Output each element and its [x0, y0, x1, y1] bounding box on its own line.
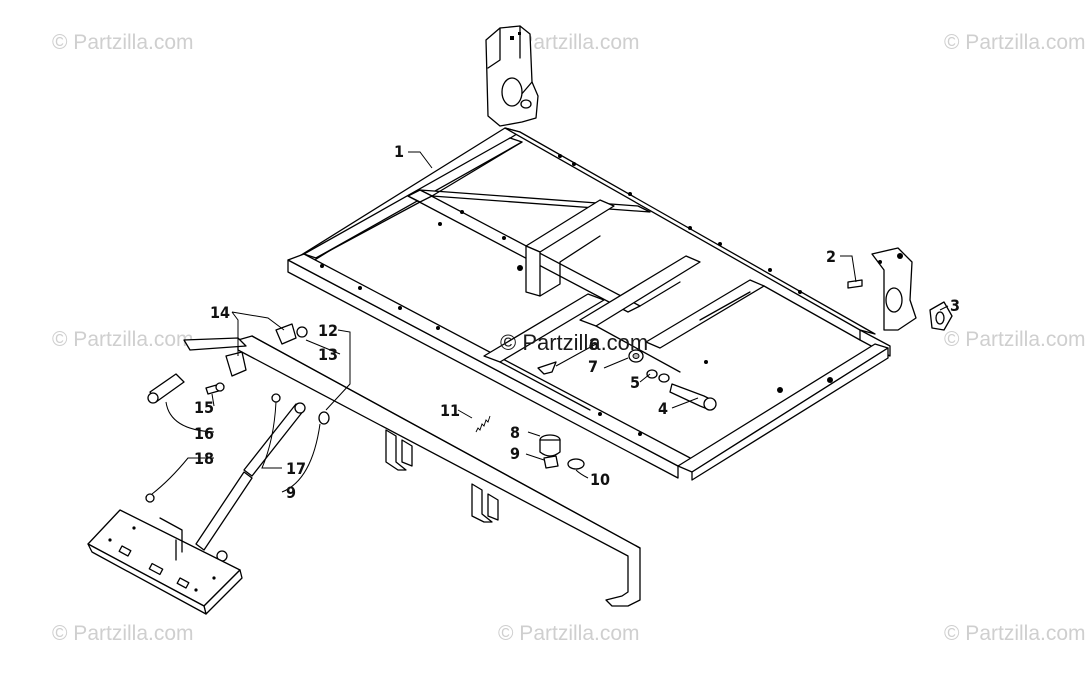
front-frame-rail — [287, 259, 679, 479]
watermark: © Partzilla.com — [52, 622, 194, 645]
callout-17: 17 — [286, 459, 306, 478]
callout-5: 5 — [630, 373, 640, 392]
lever-shaft — [237, 335, 641, 607]
rear-left-bracket — [485, 25, 539, 127]
callout-labels: 1 2 3 4 5 6 7 8 9 10 11 12 13 14 15 16 1… — [194, 142, 960, 502]
watermark: © Partzilla.com — [944, 31, 1086, 54]
handle-grip — [147, 323, 297, 404]
callout-1: 1 — [394, 142, 404, 161]
callout-12: 12 — [318, 321, 338, 340]
hardware — [205, 279, 953, 470]
callout-2: 2 — [826, 247, 836, 266]
callout-9b: 9 — [286, 483, 296, 502]
leader-lines — [151, 151, 949, 495]
watermark: © Partzilla.com — [944, 622, 1086, 645]
callout-6: 6 — [589, 335, 599, 354]
watermark: © Partzilla.com — [498, 31, 640, 54]
gas-spring — [195, 393, 330, 562]
watermark-layer: © Partzilla.com © Partzilla.com © Partzi… — [52, 31, 1086, 645]
center-watermark: © Partzilla.com — [500, 330, 648, 355]
frame-assembly — [287, 25, 917, 481]
callout-13: 13 — [318, 345, 338, 364]
callout-3: 3 — [950, 296, 960, 315]
callout-8: 8 — [510, 423, 520, 442]
rail-holes — [320, 154, 833, 436]
callout-7: 7 — [588, 357, 598, 376]
callout-14: 14 — [210, 303, 230, 322]
latch-block — [225, 351, 247, 377]
callout-16: 16 — [194, 424, 214, 443]
callout-10: 10 — [590, 470, 610, 489]
watermark: © Partzilla.com — [52, 328, 194, 351]
mount-plate — [87, 493, 243, 615]
watermark: © Partzilla.com — [498, 622, 640, 645]
watermark: © Partzilla.com — [944, 328, 1086, 351]
callout-18: 18 — [194, 449, 214, 468]
callout-15: 15 — [194, 398, 214, 417]
callout-11: 11 — [440, 401, 460, 420]
callout-4: 4 — [658, 399, 668, 418]
callout-9a: 9 — [510, 444, 520, 463]
watermark: © Partzilla.com — [52, 31, 194, 54]
